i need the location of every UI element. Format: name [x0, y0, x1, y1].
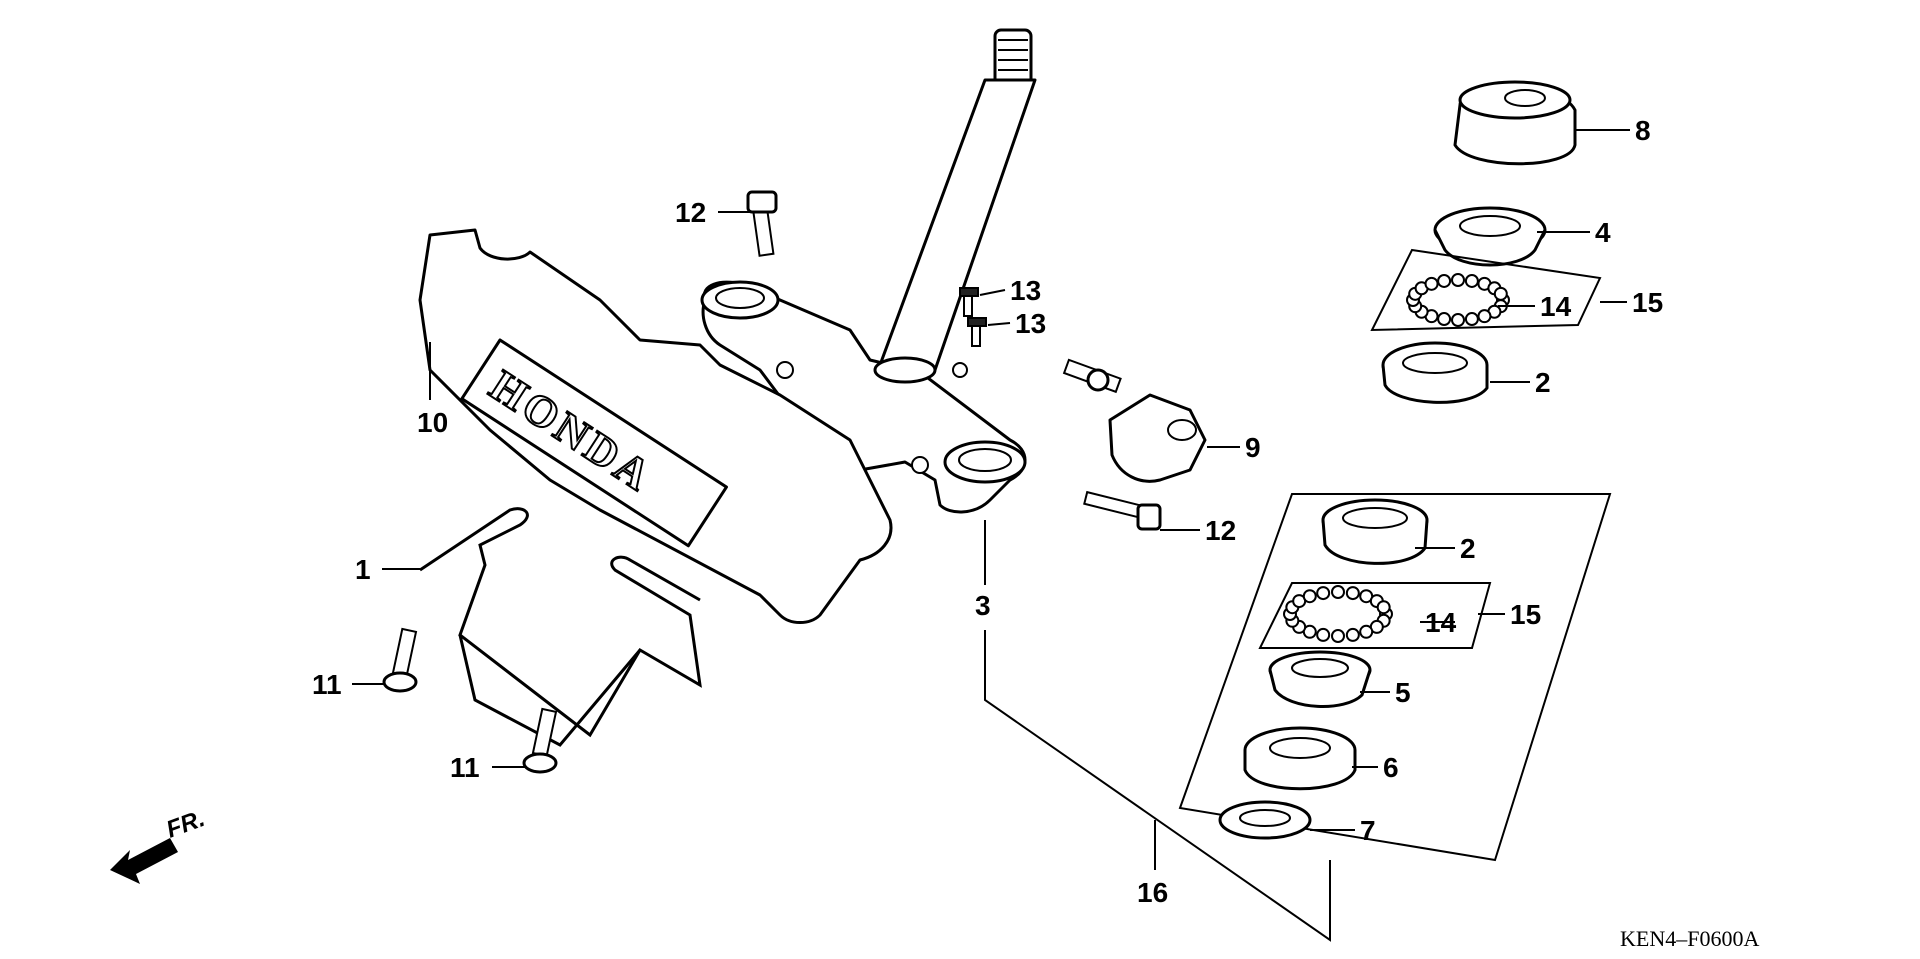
bolt-11-upper — [382, 627, 418, 693]
bearing-ball — [1345, 627, 1360, 642]
callout-14-top: 14 — [1540, 291, 1572, 322]
bearing-ball — [1451, 313, 1465, 327]
bearing-ball — [1477, 309, 1492, 324]
callout-15-bottom: 15 — [1510, 599, 1541, 630]
bolt-12-upper — [746, 190, 778, 257]
callout-12-bottom: 12 — [1205, 515, 1236, 546]
callout-12-top: 12 — [675, 197, 706, 228]
lower-bearing-set-box — [1178, 493, 1612, 862]
callout-13-top: 13 — [1010, 275, 1041, 306]
callout-3: 3 — [975, 590, 991, 621]
leader-lines — [352, 129, 1630, 942]
figure-code: KEN4–F0600A — [1620, 926, 1759, 951]
bearing-ball — [1464, 312, 1479, 327]
bearing-ball — [1376, 600, 1391, 615]
callout-6: 6 — [1383, 752, 1399, 783]
callout-2-bottom: 2 — [1460, 533, 1476, 564]
callout-1: 1 — [355, 554, 371, 585]
bearing-ball — [1493, 286, 1508, 301]
callout-5: 5 — [1395, 677, 1411, 708]
ball-bearing-part-14-top — [1406, 273, 1510, 327]
direction-label: FR. — [163, 805, 209, 844]
outer-race-part-2-bottom — [1321, 498, 1429, 565]
bearing-ball — [1437, 273, 1452, 288]
callout-11-bottom: 11 — [450, 752, 480, 783]
adjusting-nut-part-8 — [1453, 80, 1577, 166]
callout-15-top: 15 — [1632, 287, 1663, 318]
bearing-group-box-15-bottom — [1258, 582, 1492, 649]
inner-race-part-4 — [1433, 206, 1547, 267]
steering-lock-part — [1062, 358, 1207, 483]
inner-race-part-5 — [1268, 650, 1372, 708]
steering-stem-part — [700, 28, 1037, 514]
front-emblem-cover-part: HONDA — [418, 228, 893, 624]
front-direction-indicator: FR. — [110, 805, 208, 884]
bearing-ball — [1424, 276, 1439, 291]
screw-13-upper — [959, 287, 979, 317]
ball-bearing-part-14-bottom — [1283, 585, 1393, 643]
callout-8: 8 — [1635, 115, 1651, 146]
bearing-ball — [1316, 627, 1331, 642]
bolt-12-lower — [1083, 490, 1162, 531]
bearing-group-box-15-top — [1370, 248, 1602, 332]
callout-11-top: 11 — [312, 669, 342, 700]
wire-bracket-part — [419, 507, 702, 747]
callout-9: 9 — [1245, 432, 1261, 463]
arrow-left-icon — [110, 838, 178, 884]
bearing-ball — [1464, 273, 1479, 288]
bolt-11-lower — [522, 707, 558, 774]
callout-10: 10 — [417, 407, 448, 438]
bearing-ball — [1331, 585, 1345, 599]
dust-seal-part-6 — [1243, 726, 1357, 791]
bearing-ball — [1345, 586, 1360, 601]
callout-labels: 8 4 14 15 2 9 12 2 14 15 5 6 7 13 13 12 … — [312, 115, 1663, 908]
callout-7: 7 — [1360, 815, 1376, 846]
washer-part-7 — [1218, 800, 1312, 840]
outer-race-part-2-top — [1381, 341, 1489, 404]
bearing-ball — [1316, 586, 1331, 601]
bearing-ball — [1331, 629, 1345, 643]
callout-13-bottom: 13 — [1015, 308, 1046, 339]
callout-2-top: 2 — [1535, 367, 1551, 398]
screw-13-lower — [967, 317, 987, 347]
callout-14-bottom: 14 — [1425, 607, 1457, 638]
bearing-ball — [1451, 273, 1465, 287]
bearing-ball — [1302, 589, 1317, 604]
callout-16: 16 — [1137, 877, 1168, 908]
bearing-ball — [1437, 312, 1452, 327]
callout-4: 4 — [1595, 217, 1611, 248]
bearing-ball — [1359, 624, 1374, 639]
